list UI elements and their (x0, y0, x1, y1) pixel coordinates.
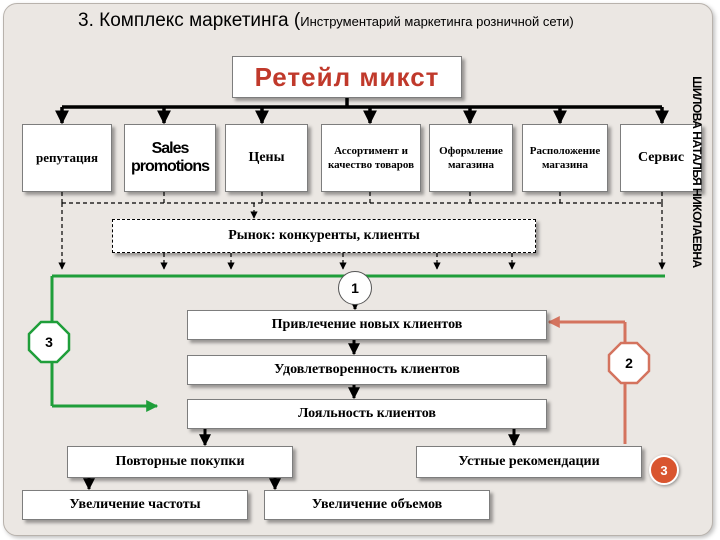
category-reputation: репутация (22, 124, 112, 192)
repeat-purchases-box: Повторные покупки (67, 446, 293, 478)
author-vertical-text: ШИЛОВА НАТАЛЬЯ НИКОЛАЕВНА (686, 58, 708, 286)
loyalty-box: Лояльность клиентов (187, 399, 547, 429)
slide-title: 3. Комплекс маркетинга (Инструментарий м… (78, 10, 574, 32)
volume-increase-box: Увеличение объемов (264, 490, 490, 520)
word-of-mouth-box: Устные рекомендации (416, 446, 642, 478)
marker-two-octagon: 2 (607, 341, 651, 385)
attraction-box: Привлечение новых клиентов (187, 310, 547, 340)
category-service: Сервис (620, 124, 702, 192)
marker-two-label: 2 (625, 355, 633, 371)
slide-title-subtitle: Инструментарий маркетинга розничной сети… (300, 14, 574, 29)
frequency-increase-box: Увеличение частоты (22, 490, 248, 520)
marker-three-label: 3 (45, 334, 53, 350)
satisfaction-box: Удовлетворенность клиентов (187, 355, 547, 385)
marker-one-circle: 1 (338, 271, 372, 305)
category-store-design: Оформление магазина (429, 124, 513, 192)
slide-number-badge: 3 (649, 455, 679, 485)
category-store-location: Расположение магазина (522, 124, 608, 192)
slide-title-main: 3. Комплекс маркетинга ( (78, 10, 301, 31)
market-box: Рынок: конкуренты, клиенты (112, 219, 536, 253)
retail-mix-box: Ретейл микст (232, 56, 462, 98)
category-sales-promotions: Sales promotions (124, 124, 216, 192)
marker-three-octagon: 3 (27, 320, 71, 364)
category-assortment-quality: Ассортимент и качество товаров (321, 124, 421, 192)
category-prices: Цены (225, 124, 308, 192)
author-name: ШИЛОВА НАТАЛЬЯ НИКОЛАЕВНА (690, 76, 704, 268)
